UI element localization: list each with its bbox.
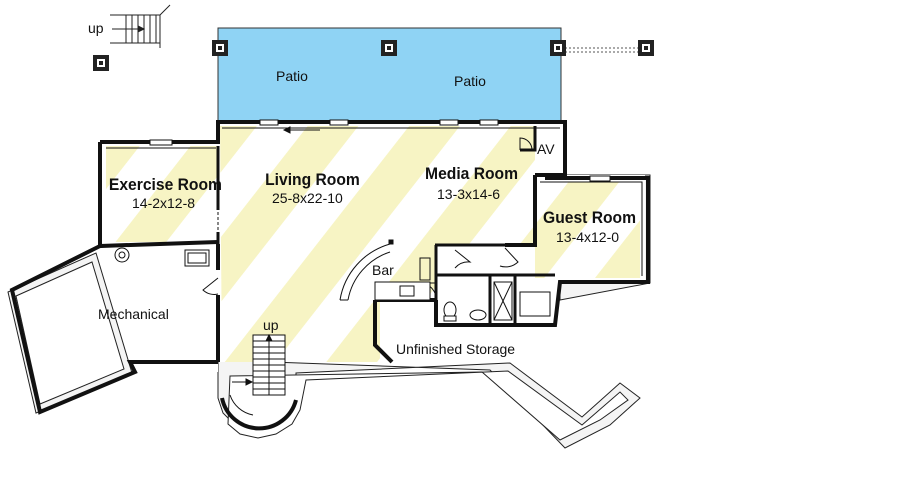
exercise-room-dims: 14-2x12-8 xyxy=(132,195,196,211)
guest-room-name: Guest Room xyxy=(543,208,637,227)
guest-room-area xyxy=(535,182,640,278)
mechanical-label: Mechanical xyxy=(98,306,169,322)
stair-up-label-top: up xyxy=(88,20,104,36)
sliding-door-arrow xyxy=(282,126,320,134)
exterior-stair xyxy=(110,4,171,48)
living-room-dims: 25-8x22-10 xyxy=(272,190,343,206)
unfinished-storage-label: Unfinished Storage xyxy=(396,341,516,357)
windows xyxy=(149,119,611,182)
stair-up-label-main: up xyxy=(263,317,279,333)
av-closet-label: AV xyxy=(537,141,555,157)
finished-areas xyxy=(106,126,640,362)
stair-curved-wall xyxy=(220,397,298,431)
exterior-walls xyxy=(9,120,650,415)
media-room-area xyxy=(380,126,535,300)
bathroom-fixtures xyxy=(443,281,551,322)
closet-lines xyxy=(217,212,500,246)
living-room-area xyxy=(220,126,380,362)
patio-right-label: Patio xyxy=(454,73,486,89)
guest-room-dims: 13-4x12-0 xyxy=(556,229,620,245)
bar-label: Bar xyxy=(372,262,394,278)
bar-counter xyxy=(339,239,431,301)
living-room-name: Living Room xyxy=(265,170,360,189)
mechanical-fixtures xyxy=(114,247,210,267)
media-room-dims: 13-3x14-6 xyxy=(437,186,501,202)
exercise-room-area xyxy=(106,146,218,242)
media-room-name: Media Room xyxy=(425,164,519,183)
main-stair xyxy=(229,333,286,416)
exercise-room-name: Exercise Room xyxy=(108,175,222,194)
patio-left-label: Patio xyxy=(276,68,308,84)
